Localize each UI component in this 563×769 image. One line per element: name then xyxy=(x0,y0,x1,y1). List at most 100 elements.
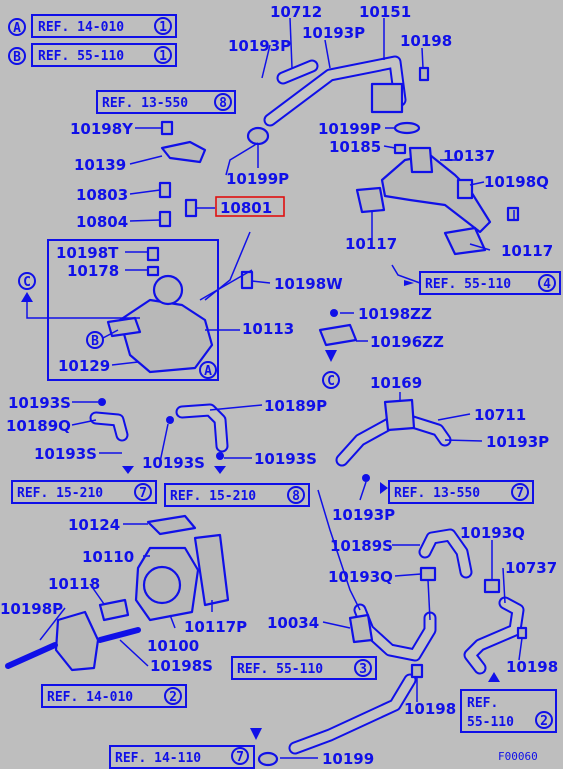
pipe-10711 xyxy=(335,398,452,467)
label-10100: 10100 xyxy=(147,637,199,655)
marker-c-left: C xyxy=(18,272,140,319)
label-10117-b: 10117 xyxy=(501,242,553,260)
clamp-10193q-center xyxy=(419,566,437,582)
label-10199p-a: 10199P xyxy=(226,170,289,188)
sensor-10803 xyxy=(158,181,172,199)
label-10801: 10801 xyxy=(220,199,272,217)
gasket-10199p-right xyxy=(393,121,421,135)
ref-14-010-2: REF. 14-010 2 xyxy=(41,684,187,708)
label-10178: 10178 xyxy=(67,262,119,280)
svg-text:B: B xyxy=(91,334,99,349)
upper-pipe-10151 xyxy=(263,55,407,127)
label-10198zz: 10198ZZ xyxy=(358,305,432,323)
valve-body-10113 xyxy=(106,246,214,374)
pipe-10737 xyxy=(463,596,525,675)
label-10804: 10804 xyxy=(76,213,128,231)
hose-10189q xyxy=(89,411,129,442)
leader-lines xyxy=(39,17,523,759)
bolt-10198s xyxy=(97,627,141,643)
label-10185: 10185 xyxy=(329,138,381,156)
label-10198-right: 10198 xyxy=(506,658,558,676)
svg-text:7: 7 xyxy=(139,486,147,501)
pipe-10199-lower xyxy=(288,673,417,755)
label-10189s: 10189S xyxy=(330,537,393,555)
svg-text:3: 3 xyxy=(359,662,367,677)
clamp-10193s-a xyxy=(98,398,106,406)
label-10198w: 10198W xyxy=(274,275,343,293)
svg-text:REF. 55-110: REF. 55-110 xyxy=(38,49,124,64)
label-10124: 10124 xyxy=(68,516,120,534)
gasket-10117-right xyxy=(443,226,487,256)
label-10196zz: 10196ZZ xyxy=(370,333,444,351)
bolt-10198y xyxy=(160,120,174,136)
ref-key-b: B REF. 55-110 1 xyxy=(8,43,177,67)
svg-text:REF. 55-110: REF. 55-110 xyxy=(425,277,511,292)
ref-15-210-8: REF. 15-210 8 xyxy=(164,483,310,507)
label-10113: 10113 xyxy=(242,320,294,338)
svg-text:REF. 14-110: REF. 14-110 xyxy=(115,751,201,766)
svg-text:REF.: REF. xyxy=(467,696,498,711)
svg-text:REF. 15-210: REF. 15-210 xyxy=(17,486,103,501)
svg-text:REF. 15-210: REF. 15-210 xyxy=(170,489,256,504)
label-10198s: 10198S xyxy=(150,657,213,675)
throttle-body-10100 xyxy=(134,533,230,622)
svg-text:1: 1 xyxy=(159,49,167,64)
label-10712: 10712 xyxy=(270,3,322,21)
sensor-10804 xyxy=(158,210,172,228)
label-10139: 10139 xyxy=(74,156,126,174)
bracket-10139 xyxy=(160,140,207,164)
label-10198-top: 10198 xyxy=(400,32,452,50)
ref-15-210-7: REF. 15-210 7 xyxy=(11,480,157,504)
svg-text:REF. 13-550: REF. 13-550 xyxy=(102,96,188,111)
svg-text:C: C xyxy=(327,374,335,389)
part-labels: 10712 10151 10193P 10193P 10198 10198Y 1… xyxy=(0,3,558,768)
ref-13-550-8: REF. 13-550 8 xyxy=(96,90,236,114)
svg-text:REF. 13-550: REF. 13-550 xyxy=(394,486,480,501)
ref-13-550-7: REF. 13-550 7 xyxy=(388,480,534,504)
sensor-10801 xyxy=(184,198,198,218)
clamp-10193s-b xyxy=(166,416,174,424)
hose-10189p xyxy=(175,403,229,453)
bolt-10198q xyxy=(506,206,520,222)
bolt-10198zz xyxy=(330,309,338,317)
svg-text:8: 8 xyxy=(292,489,300,504)
gasket-10124 xyxy=(146,514,197,536)
svg-text:REF. 14-010: REF. 14-010 xyxy=(47,690,133,705)
svg-text:C: C xyxy=(23,275,31,290)
label-10193s-b: 10193S xyxy=(34,445,97,463)
label-10199p-b: 10199P xyxy=(318,120,381,138)
svg-text:1: 1 xyxy=(159,20,167,35)
label-10193s-c: 10193S xyxy=(142,454,205,472)
ref-55-110-4: REF. 55-110 4 xyxy=(419,271,561,295)
svg-text:A: A xyxy=(13,21,21,36)
marker-c-middle: C xyxy=(322,350,340,389)
gasket-10199p-upper xyxy=(246,126,270,146)
pipe-10034 xyxy=(348,603,437,662)
svg-text:REF. 55-110: REF. 55-110 xyxy=(237,662,323,677)
bolt-10198-right xyxy=(516,626,528,640)
flow-arrows xyxy=(122,280,500,740)
gasket-10117-left xyxy=(355,186,386,214)
diagram-code: F00060 xyxy=(498,750,538,763)
label-10110: 10110 xyxy=(82,548,134,566)
svg-text:B: B xyxy=(13,50,21,65)
bolt-10198p xyxy=(5,642,58,669)
label-10193s-d: 10193S xyxy=(254,450,317,468)
label-10198p: 10198P xyxy=(0,600,63,618)
ref-55-110-3: REF. 55-110 3 xyxy=(231,656,377,680)
ref-14-110-7: REF. 14-110 7 xyxy=(109,745,255,769)
label-10151: 10151 xyxy=(359,3,411,21)
label-10034: 10034 xyxy=(267,614,319,632)
label-10198q: 10198Q xyxy=(484,173,549,191)
label-10189q: 10189Q xyxy=(6,417,71,435)
label-10189p: 10189P xyxy=(264,397,327,415)
highlight-box-10801 xyxy=(215,196,285,217)
svg-text:8: 8 xyxy=(219,96,227,111)
label-10193p-a: 10193P xyxy=(228,37,291,55)
bolt-10198w xyxy=(240,270,254,290)
label-10198-lower: 10198 xyxy=(404,700,456,718)
housing-10118 xyxy=(54,598,130,672)
bolt-10198-top xyxy=(418,66,430,82)
